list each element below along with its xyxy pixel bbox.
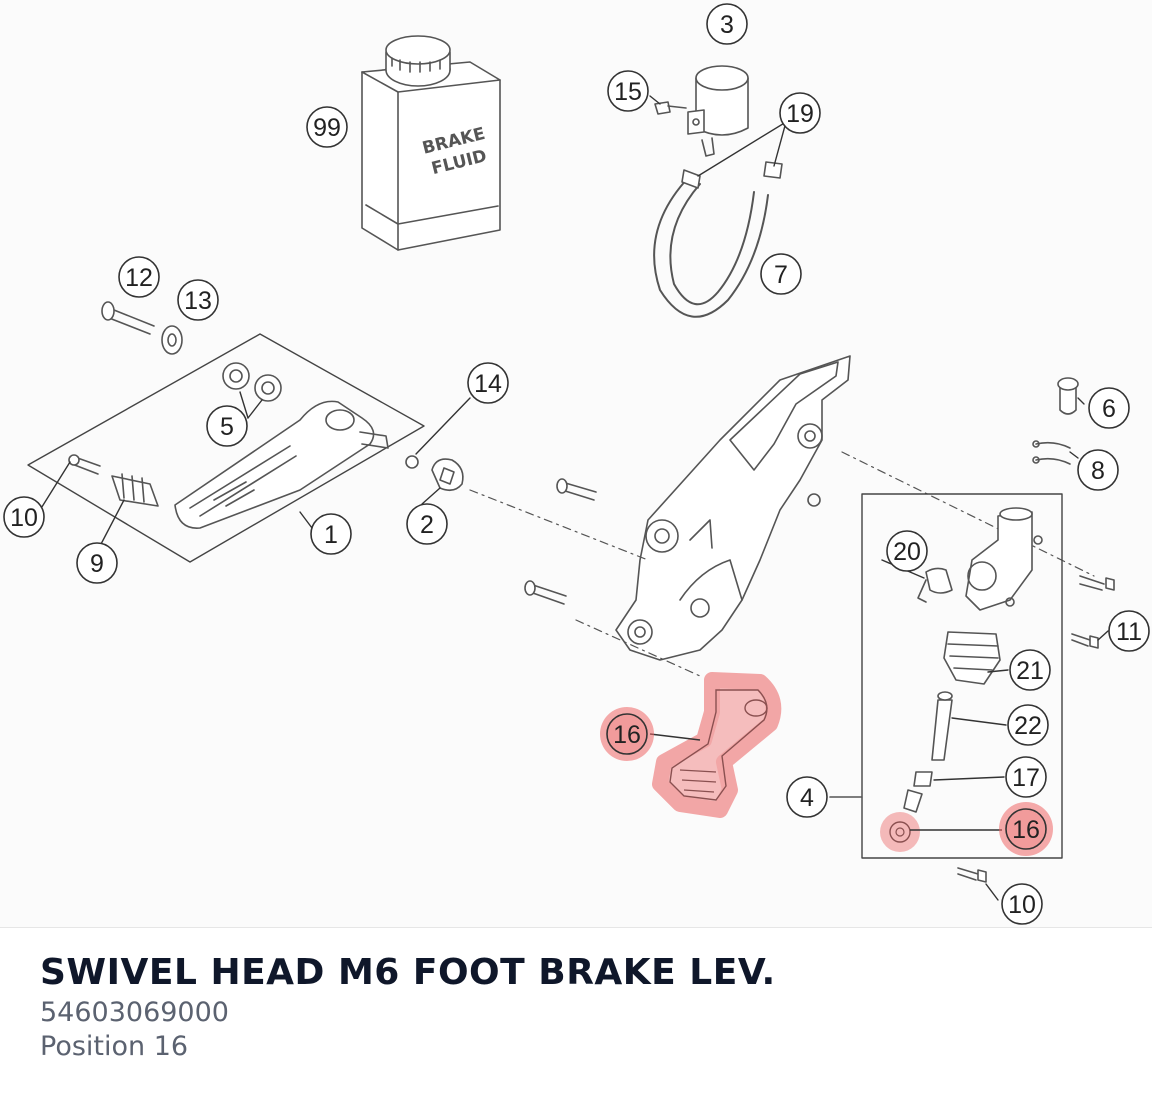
callout-number: 19 [786, 100, 814, 128]
part-number: 54603069000 [40, 997, 229, 1028]
callout-number: 12 [125, 264, 153, 292]
callout-circle [306, 106, 348, 148]
callout-circle [786, 776, 828, 818]
callout-20: 20 [886, 530, 928, 572]
callout-number: 13 [184, 287, 212, 315]
callout-number: 17 [1012, 764, 1040, 792]
callout-circle [607, 70, 649, 112]
callout-15: 15 [607, 70, 649, 112]
brake-fluid-can [361, 35, 501, 251]
callout-8: 8 [1077, 449, 1119, 491]
callout-22: 22 [1007, 704, 1049, 746]
callout-circle [706, 3, 748, 45]
callout-number: 4 [800, 784, 814, 812]
part-info-panel: SWIVEL HEAD M6 FOOT BRAKE LEV. 546030690… [40, 950, 776, 1064]
foot-brake-lever [174, 400, 389, 529]
callout-circle [177, 279, 219, 321]
callout-circle [1009, 649, 1051, 691]
callout-11: 11 [1108, 610, 1150, 652]
callout-99: 99 [306, 106, 348, 148]
callout-12: 12 [118, 256, 160, 298]
callout-circle [606, 713, 648, 755]
callout-circle [760, 253, 802, 295]
callout-number: 7 [774, 261, 788, 289]
callout-circle [118, 256, 160, 298]
callout-number: 2 [420, 511, 434, 539]
callout-number: 22 [1014, 712, 1042, 740]
callout-4: 4 [786, 776, 828, 818]
callout-1: 1 [310, 513, 352, 555]
callout-circle [310, 513, 352, 555]
callout-number: 15 [614, 78, 642, 106]
callout-circle [1088, 387, 1130, 429]
callout-10a: 10 [3, 496, 45, 538]
callout-number: 99 [313, 114, 341, 142]
brake-fluid-reservoir [654, 65, 749, 157]
callout-number: 10 [10, 504, 38, 532]
callout-number: 16 [613, 721, 641, 749]
callout-2: 2 [406, 503, 448, 545]
callout-circle [206, 405, 248, 447]
callout-number: 5 [220, 413, 234, 441]
callout-circle [779, 92, 821, 134]
callout-circle [886, 530, 928, 572]
callout-16a: 16 [600, 707, 654, 761]
callout-number: 10 [1008, 891, 1036, 919]
footrest-bracket [615, 355, 851, 661]
callout-number: 3 [720, 11, 734, 39]
callout-6: 6 [1088, 387, 1130, 429]
callout-16b: 16 [999, 802, 1053, 856]
callout-5: 5 [206, 405, 248, 447]
callout-3: 3 [706, 3, 748, 45]
master-cylinder [965, 507, 1043, 611]
callout-number: 21 [1016, 657, 1044, 685]
callout-13: 13 [177, 279, 219, 321]
callout-circle [1077, 449, 1119, 491]
callout-17: 17 [1005, 756, 1047, 798]
callout-21: 21 [1009, 649, 1051, 691]
callout-number: 9 [90, 550, 104, 578]
callout-circle [1005, 756, 1047, 798]
callout-circle [1001, 883, 1043, 925]
callout-circle [1108, 610, 1150, 652]
callout-14: 14 [467, 362, 509, 404]
part-position: Position 16 [40, 1031, 189, 1062]
callout-number: 1 [324, 521, 338, 549]
brake-hose [653, 161, 783, 318]
callout-9: 9 [76, 542, 118, 584]
callout-number: 16 [1012, 816, 1040, 844]
callout-circle [3, 496, 45, 538]
callout-number: 8 [1091, 457, 1105, 485]
callout-circle [406, 503, 448, 545]
callout-circle [1005, 808, 1047, 850]
swivel-head-highlight-small [880, 812, 1002, 852]
callout-number: 20 [893, 538, 921, 566]
callout-number: 14 [474, 370, 502, 398]
callout-number: 11 [1116, 618, 1142, 646]
part-name: SWIVEL HEAD M6 FOOT BRAKE LEV. [40, 952, 776, 993]
callout-circle [467, 362, 509, 404]
callout-7: 7 [760, 253, 802, 295]
callout-10b: 10 [1001, 883, 1043, 925]
callout-19: 19 [779, 92, 821, 134]
divider [0, 927, 1152, 928]
callout-circle [76, 542, 118, 584]
swivel-head-highlight-large [649, 672, 782, 818]
callout-circle [1007, 704, 1049, 746]
callout-number: 6 [1102, 395, 1116, 423]
